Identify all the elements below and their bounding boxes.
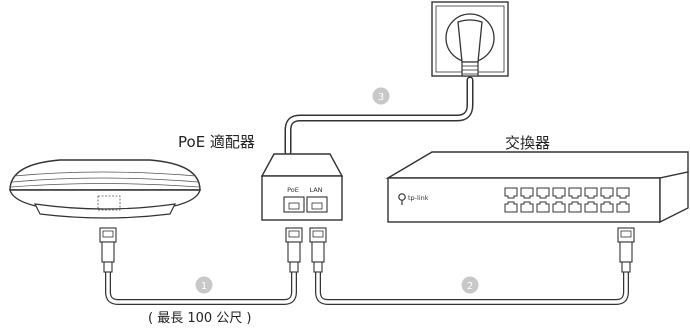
- rj45-plug-switch: [617, 227, 635, 273]
- step-badge-3: 3: [372, 87, 390, 105]
- access-point: [9, 159, 201, 219]
- step-badge-1: 1: [195, 276, 213, 294]
- tp-link-logo: tp-link: [398, 193, 429, 205]
- step-number-3: 3: [378, 92, 384, 103]
- step-number-1: 1: [201, 281, 207, 292]
- lan-port: [306, 196, 328, 213]
- switch-ports: [504, 187, 630, 213]
- rj45-plug-injector-lan: [309, 227, 327, 273]
- max-length-label: ( 最長 100 公尺 ): [148, 311, 252, 326]
- poe-port-label: PoE: [287, 186, 299, 194]
- injector-label: PoE 適配器: [178, 133, 255, 151]
- poe-port: [283, 196, 305, 213]
- brand-label: tp-link: [408, 194, 429, 202]
- rj45-plug-injector-poe: [285, 227, 303, 273]
- poe-injector: PoE LAN: [260, 153, 344, 221]
- step-number-2: 2: [467, 281, 473, 292]
- switch-label: 交換器: [505, 134, 550, 152]
- rj45-plug-ap: [99, 227, 117, 273]
- ap-ethernet-port: [97, 195, 121, 211]
- power-plug: [457, 19, 483, 63]
- network-switch: tp-link: [385, 151, 689, 224]
- step-badge-2: 2: [461, 276, 479, 294]
- lan-port-label: LAN: [309, 186, 322, 194]
- wall-outlet: [431, 1, 509, 77]
